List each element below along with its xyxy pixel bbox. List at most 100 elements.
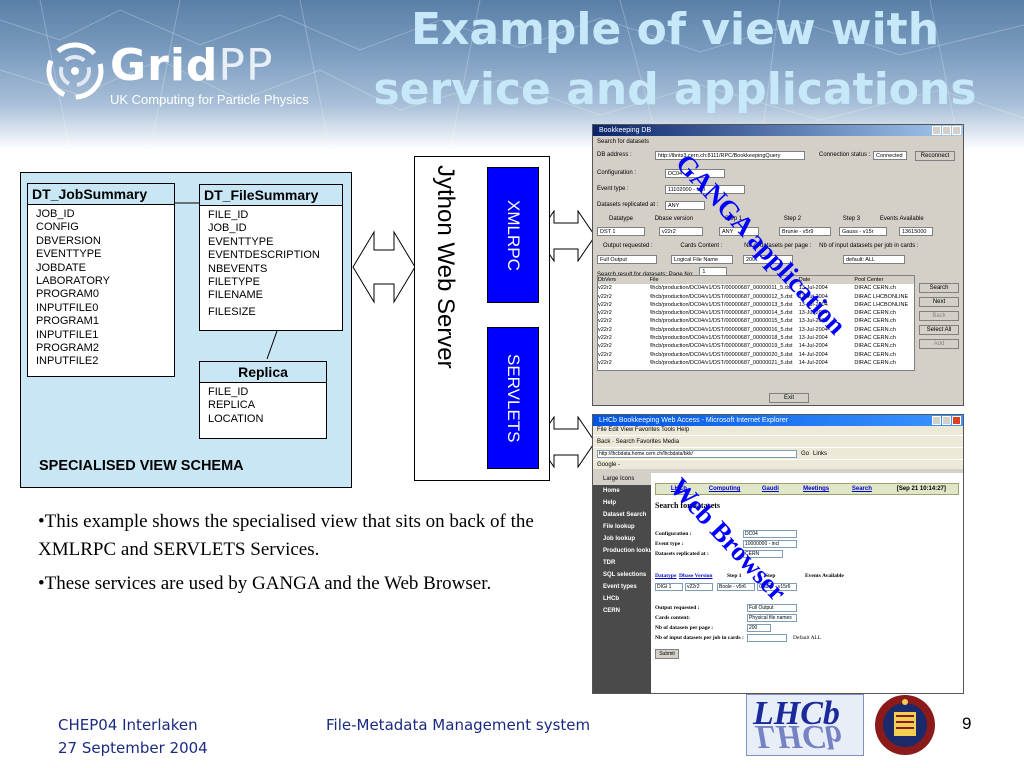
dbase-select[interactable]: v22r2: [685, 583, 713, 591]
event-type-select[interactable]: 10000000 - incl: [743, 540, 797, 548]
output-select[interactable]: Full Output: [747, 604, 797, 612]
datatype-select[interactable]: DIGI 1: [655, 583, 683, 591]
step1-select[interactable]: Boole - v5r6: [717, 583, 755, 591]
side-item-job-lookup[interactable]: Job lookup: [603, 536, 635, 542]
replicated-label: Datasets replicated at :: [597, 202, 659, 208]
logo-wordmark: GridPP: [110, 40, 274, 91]
col-datatype: Datatype: [609, 216, 634, 222]
side-item-cern[interactable]: CERN: [603, 608, 621, 614]
table-row[interactable]: v22r2/lhcb/production/DC04/v1/DST/000006…: [598, 293, 909, 300]
table-row[interactable]: v22r2/lhcb/production/DC04/v1/DST/000006…: [598, 285, 896, 292]
table-row[interactable]: v22r2/lhcb/production/DC04/v1/DST/000006…: [598, 343, 896, 350]
column-labels: Datatype Dbase version Step 1 Step 2 Ste…: [609, 216, 924, 222]
field: PROGRAM2: [36, 342, 99, 355]
table-row[interactable]: v22r2/lhcb/production/DC04/v1/DST/000006…: [598, 326, 896, 333]
select-all-button[interactable]: Select All: [919, 325, 959, 335]
address-input[interactable]: http://lhcbdata.home.cern.ch/lhcbdata/bk…: [597, 449, 797, 458]
nav-computing[interactable]: Computing: [708, 486, 741, 492]
google-toolbar-label[interactable]: Google -: [597, 462, 621, 468]
next-button[interactable]: Next: [919, 297, 959, 307]
dbase-select[interactable]: v22r2: [659, 227, 703, 236]
minimize-button[interactable]: [932, 126, 941, 135]
maximize-button[interactable]: [942, 126, 951, 135]
maximize-button[interactable]: [942, 416, 951, 425]
side-item-sql-selections[interactable]: SQL selections: [603, 572, 647, 578]
side-item-dataset-search[interactable]: Dataset Search: [603, 512, 647, 518]
table-row[interactable]: v22r2/lhcb/production/DC04/v1/DST/000006…: [598, 335, 896, 342]
minimize-button[interactable]: [932, 416, 941, 425]
replicated-select[interactable]: CERN: [743, 550, 783, 558]
slide-title-line2: service and applications: [373, 64, 977, 115]
page-size-select[interactable]: 200: [743, 255, 793, 264]
side-item-tdr[interactable]: TDR: [603, 560, 616, 566]
page-number: 9: [962, 714, 972, 733]
table-row[interactable]: v22r2/lhcb/production/DC04/v1/DST/000006…: [598, 301, 909, 308]
nav-gaudi[interactable]: Gaudi: [761, 486, 779, 492]
lhcb-logo: LHCb LHCb: [746, 694, 864, 756]
field: CONFIG: [36, 221, 79, 234]
footer-date: 27 September 2004: [58, 739, 208, 757]
nb-job-input[interactable]: [747, 634, 787, 642]
field: EVENTTYPE: [36, 248, 102, 261]
toolbar-buttons[interactable]: Back · Search Favorites Media: [597, 439, 680, 445]
step3-select[interactable]: Gauss - v15r: [839, 227, 887, 236]
table-row[interactable]: v22r2/lhcb/production/DC04/v1/DST/000006…: [598, 359, 896, 366]
configuration-select[interactable]: DC04: [743, 530, 797, 538]
cards-select[interactable]: Logical File Name: [671, 255, 733, 264]
table-row[interactable]: v22r2/lhcb/production/DC04/v1/DST/000006…: [598, 318, 896, 325]
table-row[interactable]: v22r2/lhcb/production/DC04/v1/DST/000006…: [598, 351, 896, 358]
exit-button[interactable]: Exit: [769, 393, 809, 403]
job-datasets-input[interactable]: default: ALL: [843, 255, 905, 264]
table-row[interactable]: v22r2/lhcb/production/DC04/v1/DST/000006…: [598, 310, 896, 317]
nav-meetings[interactable]: Meetings: [803, 486, 830, 492]
cards-select[interactable]: Physical file names: [747, 614, 797, 622]
side-item-help[interactable]: Help: [603, 500, 617, 506]
field: DBVERSION: [36, 234, 101, 247]
results-table: DbVers File Date Pool Center v22r2/lhcb/…: [597, 275, 915, 371]
side-item-lhcb[interactable]: LHCb: [603, 596, 619, 602]
datatype-label[interactable]: Datatype: [655, 573, 677, 579]
nav-lhcb[interactable]: LHCb: [670, 486, 687, 492]
configuration-label: Configuration :: [655, 531, 692, 537]
window-title: LHCb Bookkeeping Web Access - Microsoft …: [599, 417, 788, 424]
reconnect-button[interactable]: Reconnect: [915, 151, 955, 161]
back-button[interactable]: Back: [919, 311, 959, 321]
close-button[interactable]: [952, 416, 961, 425]
replicated-select[interactable]: ANY: [665, 201, 705, 210]
side-item-production-lookup[interactable]: Production lookup: [603, 548, 651, 554]
nb-page-select[interactable]: 200: [747, 624, 771, 632]
search-button[interactable]: Search: [919, 283, 959, 293]
large-icons-tab[interactable]: Large Icons: [593, 473, 651, 485]
dt-filesummary-table: DT_FileSummary FILE_ID JOB_ID EVENTTYPE …: [199, 184, 343, 331]
links-label[interactable]: Links: [813, 450, 828, 457]
step2-select[interactable]: Gauss - v15r6: [757, 583, 797, 591]
field: EVENTTYPE: [208, 235, 274, 248]
event-type-select[interactable]: 11102000 - incl: [665, 185, 745, 194]
db-address-input[interactable]: http://lbnts3.cern.ch:8111/RPC/Bookkeepi…: [655, 151, 805, 160]
browser-menu-bar[interactable]: File Edit View Favorites Tools Help: [593, 426, 963, 435]
web-browser-window: LHCb Bookkeeping Web Access - Microsoft …: [592, 414, 964, 694]
go-button[interactable]: Go: [801, 450, 810, 457]
datatype-select[interactable]: DST 1: [597, 227, 645, 236]
side-item-file-lookup[interactable]: File lookup: [603, 524, 635, 530]
nav-search[interactable]: Search: [851, 486, 872, 492]
add-button[interactable]: Add: [919, 339, 959, 349]
side-item-home[interactable]: Home: [603, 488, 620, 494]
field: PROGRAM1: [36, 315, 99, 328]
configuration-select[interactable]: DC04: [665, 169, 725, 178]
window-title: Bookkeeping DB: [599, 127, 652, 134]
output-select[interactable]: Full Output: [597, 255, 657, 264]
table-title: DT_JobSummary: [28, 184, 174, 205]
event-type-label: Event type :: [655, 541, 684, 547]
server-title: Jython Web Server: [432, 165, 459, 369]
step1-select[interactable]: ANY: [719, 227, 759, 236]
side-item-event-types[interactable]: Event types: [603, 584, 637, 590]
submit-button[interactable]: Submit: [655, 649, 679, 659]
footer-conference: CHEP04 Interlaken: [58, 716, 198, 734]
side-navigation: Large Icons Home Help Dataset Search Fil…: [593, 473, 651, 693]
close-button[interactable]: [952, 126, 961, 135]
cards-label: Cards Content :: [680, 243, 723, 249]
address-bar: http://lhcbdata.home.cern.ch/lhcbdata/bk…: [593, 447, 963, 459]
dbase-label[interactable]: Dbase Version: [679, 573, 713, 579]
step2-select[interactable]: Brunie - v5r9: [779, 227, 831, 236]
